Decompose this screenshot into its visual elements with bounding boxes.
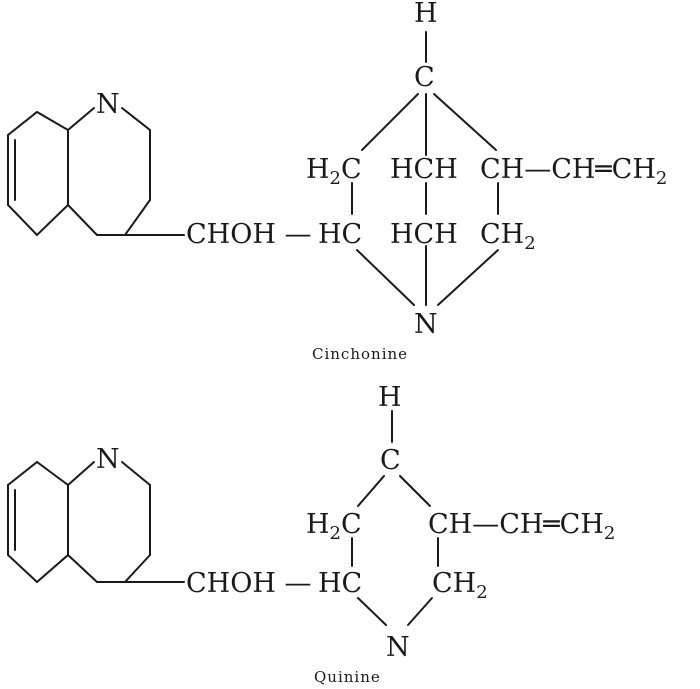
cinchonine-structure: N H C H2C HCH CH—CH═CH2 CHOH — HC HCH CH… (7, 0, 667, 363)
quinine-choh: CHOH — (186, 568, 311, 599)
cinchonine-hch-lower: HCH (390, 219, 458, 250)
cinchonine-hch-upper: HCH (390, 154, 458, 185)
cinchonine-top-h: H (414, 0, 438, 29)
quinine-bottom-n: N (386, 632, 410, 663)
quinine-caption: Quinine (314, 668, 381, 686)
quinine-h2c: H2C (306, 509, 362, 544)
cinchonine-hc: HC (318, 219, 362, 250)
quinine-ring-bonds (351, 410, 439, 626)
quinine-quinoline-n: N (96, 444, 120, 475)
cinchonine-top-c: C (414, 62, 435, 93)
cinchonine-quinoline-n: N (96, 89, 120, 120)
cinchonine-vinyl-chain: CH—CH═CH2 (480, 154, 667, 189)
quinine-top-h: H (378, 382, 402, 413)
quinine-quinoline-ring (7, 460, 185, 584)
quinine-vinyl-chain: CH—CH═CH2 (428, 509, 615, 544)
cinchonine-choh: CHOH — (186, 219, 311, 250)
cinchonine-h2c: H2C (306, 154, 362, 189)
quinine-top-c: C (380, 445, 401, 476)
cinchonine-cage-bonds (351, 31, 499, 306)
quinine-ch2: CH2 (432, 568, 488, 603)
quinine-hc: HC (318, 568, 362, 599)
cinchonine-caption: Cinchonine (312, 345, 408, 363)
cinchonine-quinoline-ring (7, 107, 185, 237)
cinchonine-bottom-n: N (414, 309, 438, 340)
quinine-structure: N H C H2C CH—CH═CH2 CHOH — HC CH2 N Quin… (7, 382, 615, 686)
cinchonine-ch2: CH2 (480, 219, 536, 254)
